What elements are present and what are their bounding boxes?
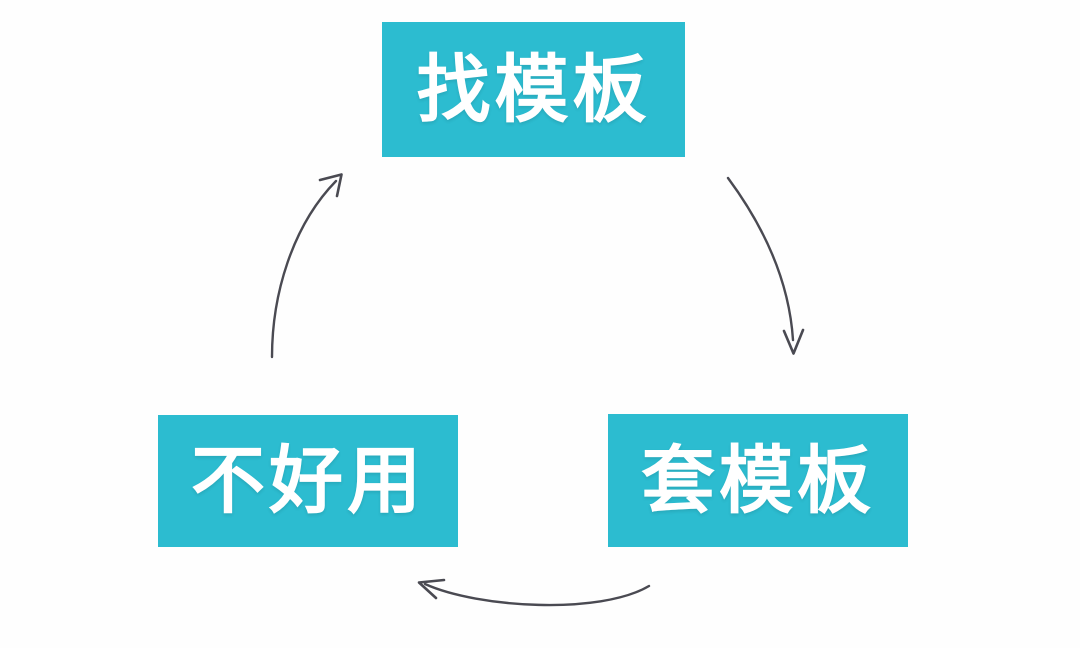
node-find-template-label: 找模板	[416, 47, 651, 131]
node-not-usable[interactable]: 不好用	[158, 415, 458, 547]
node-find-template[interactable]: 找模板	[382, 22, 685, 157]
arrow-find-to-apply-icon	[726, 176, 805, 355]
node-apply-template-label: 套模板	[641, 438, 875, 522]
arrow-bad-to-find-icon	[270, 173, 343, 359]
node-not-usable-label: 不好用	[191, 439, 425, 522]
node-apply-template[interactable]: 套模板	[608, 414, 908, 547]
arrow-apply-to-bad-icon	[417, 578, 651, 607]
